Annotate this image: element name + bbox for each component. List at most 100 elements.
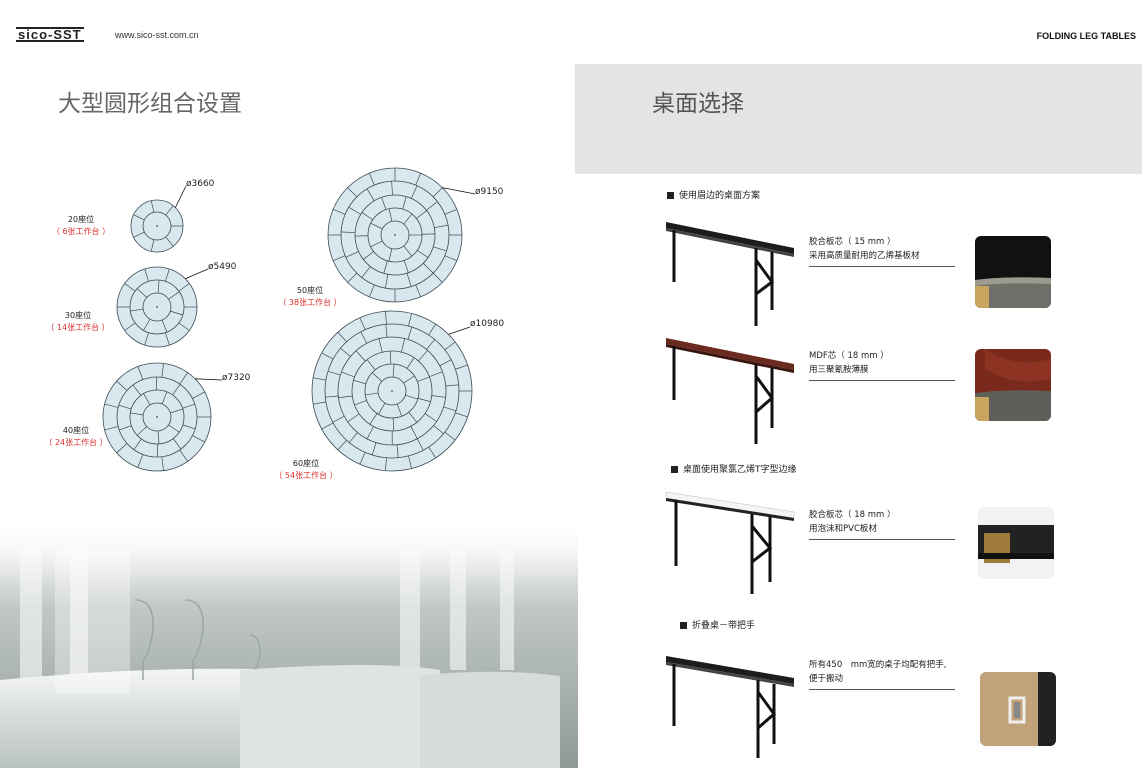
diameter-leader-line [175,185,187,208]
segment-line [165,332,170,346]
edge-sample-mdf-image [975,349,1051,421]
segment-line [165,236,174,247]
folding-table-white-pvc-image [665,491,795,594]
ring [380,220,410,250]
section-heading-text: 使用眉边的桌面方案 [679,191,761,201]
segment-line [136,426,147,436]
folding-table-black-image [666,222,794,326]
segment-line [341,231,356,234]
segment-line [424,413,437,422]
right-header-panel [575,64,1142,174]
segment-line [354,400,367,406]
segment-line [381,197,387,210]
segment-line [407,326,413,340]
segment-line [360,331,368,344]
segment-line [170,408,183,414]
segment-line [417,397,431,403]
segment-line [428,323,437,336]
segment-line [444,255,458,261]
segment-line [361,212,373,221]
website-url[interactable]: www.sico-sst.com.cn [115,30,199,40]
segment-line [428,446,437,459]
segment-line [172,438,182,450]
segment-line [192,391,205,399]
segment-line [359,452,366,465]
segment-line [179,372,188,385]
segment-line [418,350,428,362]
segment-line [371,442,377,456]
segment-line [116,443,128,454]
segment-line [370,240,383,247]
segment-line [338,395,353,399]
seat-count: 60座位 [292,459,320,468]
segment-line [416,438,424,451]
segment-line [355,350,366,362]
segment-line [392,364,395,378]
segment-line [411,185,418,199]
segment-line [313,377,326,381]
segment-line [361,266,371,278]
segment-line [416,210,427,219]
table-count: （ 54张工作台 ） [274,471,338,480]
segment-line [340,347,351,357]
segment-line [403,213,413,225]
diameter-leader-line [448,326,471,335]
section-heading-text: 折叠桌－带把手 [692,621,756,631]
segment-line [369,284,375,298]
brand-logo: sico-SST [16,27,84,42]
bullet-square-icon [680,622,687,629]
segment-line [406,273,412,287]
segment-line [408,313,412,327]
segment-line [432,272,443,283]
seat-label-60: 60座位 （ 54张工作台 ） [266,458,346,482]
segment-line [170,310,183,316]
segment-line [150,239,155,252]
segment-line [405,394,418,400]
ring [364,363,420,419]
segment-line [321,352,334,360]
round-config-20 [130,185,187,253]
segment-line [388,248,393,262]
segment-line [137,454,144,468]
edge-sample-pvc-image [978,507,1054,579]
segment-line [182,403,195,409]
spec-core: MDF芯（ 18 mm ） [809,351,889,361]
segment-line [406,357,415,369]
segment-line [403,260,409,273]
segment-line [347,272,358,283]
ring [142,292,172,322]
bullet-square-icon [667,192,674,199]
diameter-leader-line [185,268,209,280]
segment-line [445,384,459,387]
center-dot [156,416,158,418]
spec-core: 胶合板芯（ 15 mm ） [809,237,896,247]
segment-line [434,224,449,229]
segment-line [396,403,403,417]
segment-line [321,422,334,430]
segment-line [178,322,190,331]
seat-label-50: 50座位 （ 38张工作台 ） [270,285,350,309]
segment-line [165,205,174,216]
segment-line [133,438,142,450]
segment-line [417,376,430,382]
segment-line [348,206,361,215]
segment-line [143,318,151,331]
center-dot [391,390,393,392]
segment-line [369,172,375,186]
segment-line [327,370,341,376]
round-configuration-diagram [102,167,476,472]
table-count: （ 38张工作台 ） [278,298,342,307]
segment-line [433,425,444,435]
segment-line [161,319,168,333]
diameter-label-50: ø9150 [475,187,504,197]
segment-line [182,424,196,430]
segment-line [426,339,436,350]
segment-line [337,331,347,342]
round-config-30 [116,266,209,348]
seat-label-30: 30座位 （ 14张工作台 ） [38,310,118,334]
segment-line [385,324,388,338]
segment-line [396,444,399,458]
spec-surface: 用泡沫和PVC板材 [809,524,877,534]
segment-line [118,404,132,410]
ring [129,389,185,445]
